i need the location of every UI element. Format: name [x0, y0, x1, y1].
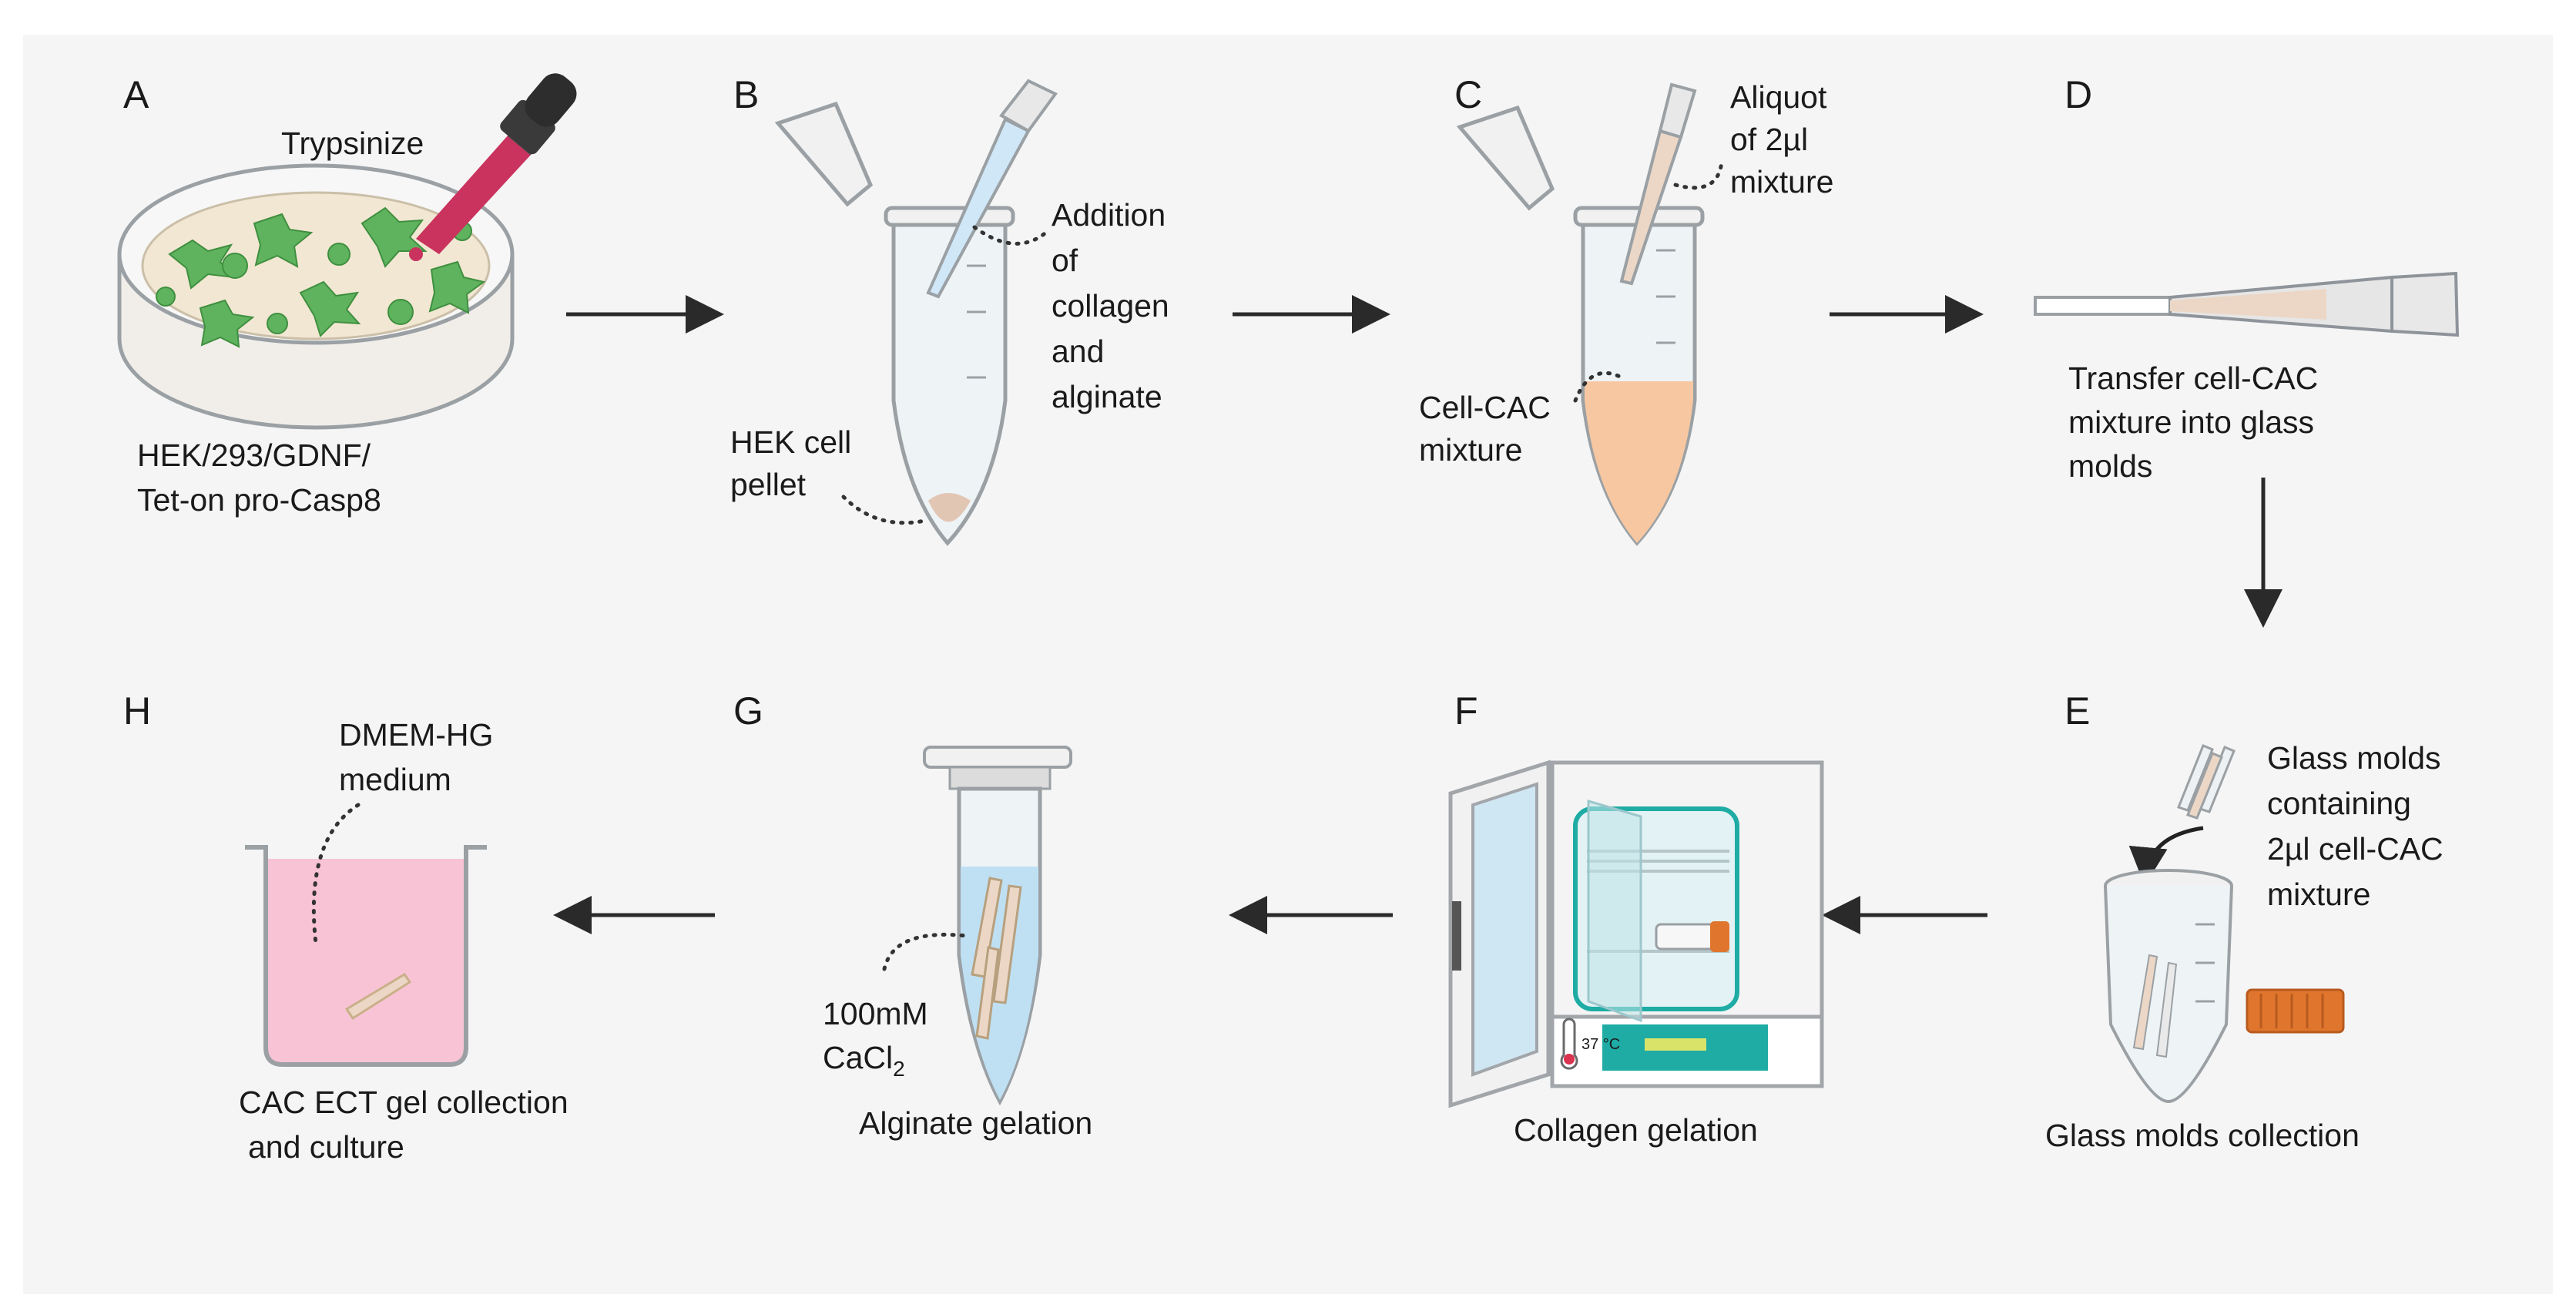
- panel-letter-h: H: [123, 689, 151, 733]
- pipette-tip-c-icon: [1619, 82, 1697, 286]
- cacl2-label-line2: CaCl2: [823, 1040, 905, 1081]
- collection-label-line1: CAC ECT gel collection: [239, 1085, 569, 1120]
- transfer-label-line3: molds: [2068, 448, 2152, 484]
- panel-f: F 37 °C Collagen gelation: [1448, 689, 1824, 1148]
- transfer-label-line1: Transfer cell-CAC: [2068, 360, 2318, 396]
- trypsinize-label: Trypsinize: [281, 126, 424, 161]
- collection-label-line2: and culture: [248, 1129, 404, 1165]
- panel-letter-a: A: [123, 73, 149, 116]
- panel-b: B Addition of collagen and alginate HEK …: [730, 73, 1169, 546]
- panel-letter-f: F: [1454, 689, 1478, 733]
- incubator-temperature: 37 °C: [1581, 1036, 1620, 1053]
- cacl2-leader-line: [882, 932, 969, 971]
- mixture-label-line1: Cell-CAC: [1419, 390, 1551, 425]
- pipette-tip-b-icon: [926, 79, 1058, 299]
- cell-line-label-line2: Tet-on pro-Casp8: [137, 482, 381, 518]
- pellet-label-line2: pellet: [730, 467, 807, 502]
- panel-letter-g: G: [733, 689, 763, 733]
- addition-label-line3: collagen: [1052, 288, 1169, 324]
- medium-label-line2: medium: [339, 762, 451, 797]
- petri-dish-icon: [117, 163, 515, 430]
- panel-letter-b: B: [733, 73, 759, 116]
- beaker-icon: [245, 845, 487, 1067]
- mixture-leader-line: [1573, 370, 1624, 403]
- panel-letter-d: D: [2064, 73, 2092, 116]
- medium-leader-line: [311, 803, 361, 946]
- panel-a: A Trypsinize: [117, 73, 577, 518]
- collagen-gelation-label: Collagen gelation: [1514, 1112, 1758, 1148]
- glass-mold-icon: [2034, 271, 2460, 337]
- tube-cap-icon: [2246, 988, 2345, 1034]
- mixture-label-line2: mixture: [1419, 432, 1522, 468]
- green-cells: [156, 206, 486, 348]
- panel-letter-c: C: [1454, 73, 1482, 116]
- panel-c: C Aliquot of 2µl mixture Cell-CAC mixtur…: [1419, 73, 1833, 546]
- alginate-gelation-label: Alginate gelation: [859, 1105, 1092, 1141]
- addition-label-line2: of: [1052, 243, 1078, 278]
- cacl2-label-text: CaCl: [823, 1040, 893, 1075]
- drop-arrow: [2128, 826, 2204, 886]
- collection-tube-icon: [2104, 869, 2233, 1104]
- transfer-label-line2: mixture into glass: [2068, 404, 2314, 440]
- cell-line-label-line1: HEK/293/GDNF/: [137, 438, 371, 473]
- addition-leader-line: [972, 225, 1050, 246]
- glass-molds-note-line4: mixture: [2267, 877, 2370, 912]
- cacl2-subscript: 2: [893, 1057, 905, 1081]
- glass-molds-note-line1: Glass molds: [2267, 740, 2441, 776]
- aliquot-leader-line: [1673, 159, 1724, 190]
- incubator-icon: 37 °C: [1448, 759, 1824, 1108]
- addition-label-line4: and: [1052, 334, 1104, 369]
- dropper-icon: [409, 73, 577, 261]
- glass-molds-icon: [2177, 744, 2236, 820]
- panel-g: G 100mM CaCl2 Alginate gelation: [733, 689, 1092, 1141]
- panel-h: H DMEM-HG medium CAC ECT gel collection …: [123, 689, 569, 1165]
- cacl2-label-line1: 100mM: [823, 996, 928, 1031]
- addition-label-line1: Addition: [1052, 197, 1166, 233]
- gelation-tube-icon: [923, 746, 1072, 1106]
- addition-label-line5: alginate: [1052, 379, 1162, 414]
- eppendorf-tube-c-icon: [1456, 105, 1705, 546]
- panel-d: D Transfer cell-CAC mixture into glass m…: [2034, 73, 2460, 484]
- glass-molds-note-line3: 2µl cell-CAC: [2267, 831, 2444, 867]
- medium-label-line1: DMEM-HG: [339, 717, 493, 753]
- aliquot-label-line3: mixture: [1730, 164, 1833, 200]
- glass-molds-note-line2: containing: [2267, 786, 2411, 821]
- panel-e: E Glass molds containing 2µl cell-CAC: [2045, 689, 2444, 1153]
- glass-molds-collection-label: Glass molds collection: [2045, 1118, 2360, 1153]
- pellet-leader-line: [841, 495, 931, 525]
- eppendorf-tube-b-icon: [774, 101, 1015, 546]
- panel-letter-e: E: [2064, 689, 2090, 733]
- pellet-label-line1: HEK cell: [730, 424, 851, 460]
- aliquot-label-line1: Aliquot: [1730, 79, 1827, 115]
- aliquot-label-line2: of 2µl: [1730, 122, 1808, 157]
